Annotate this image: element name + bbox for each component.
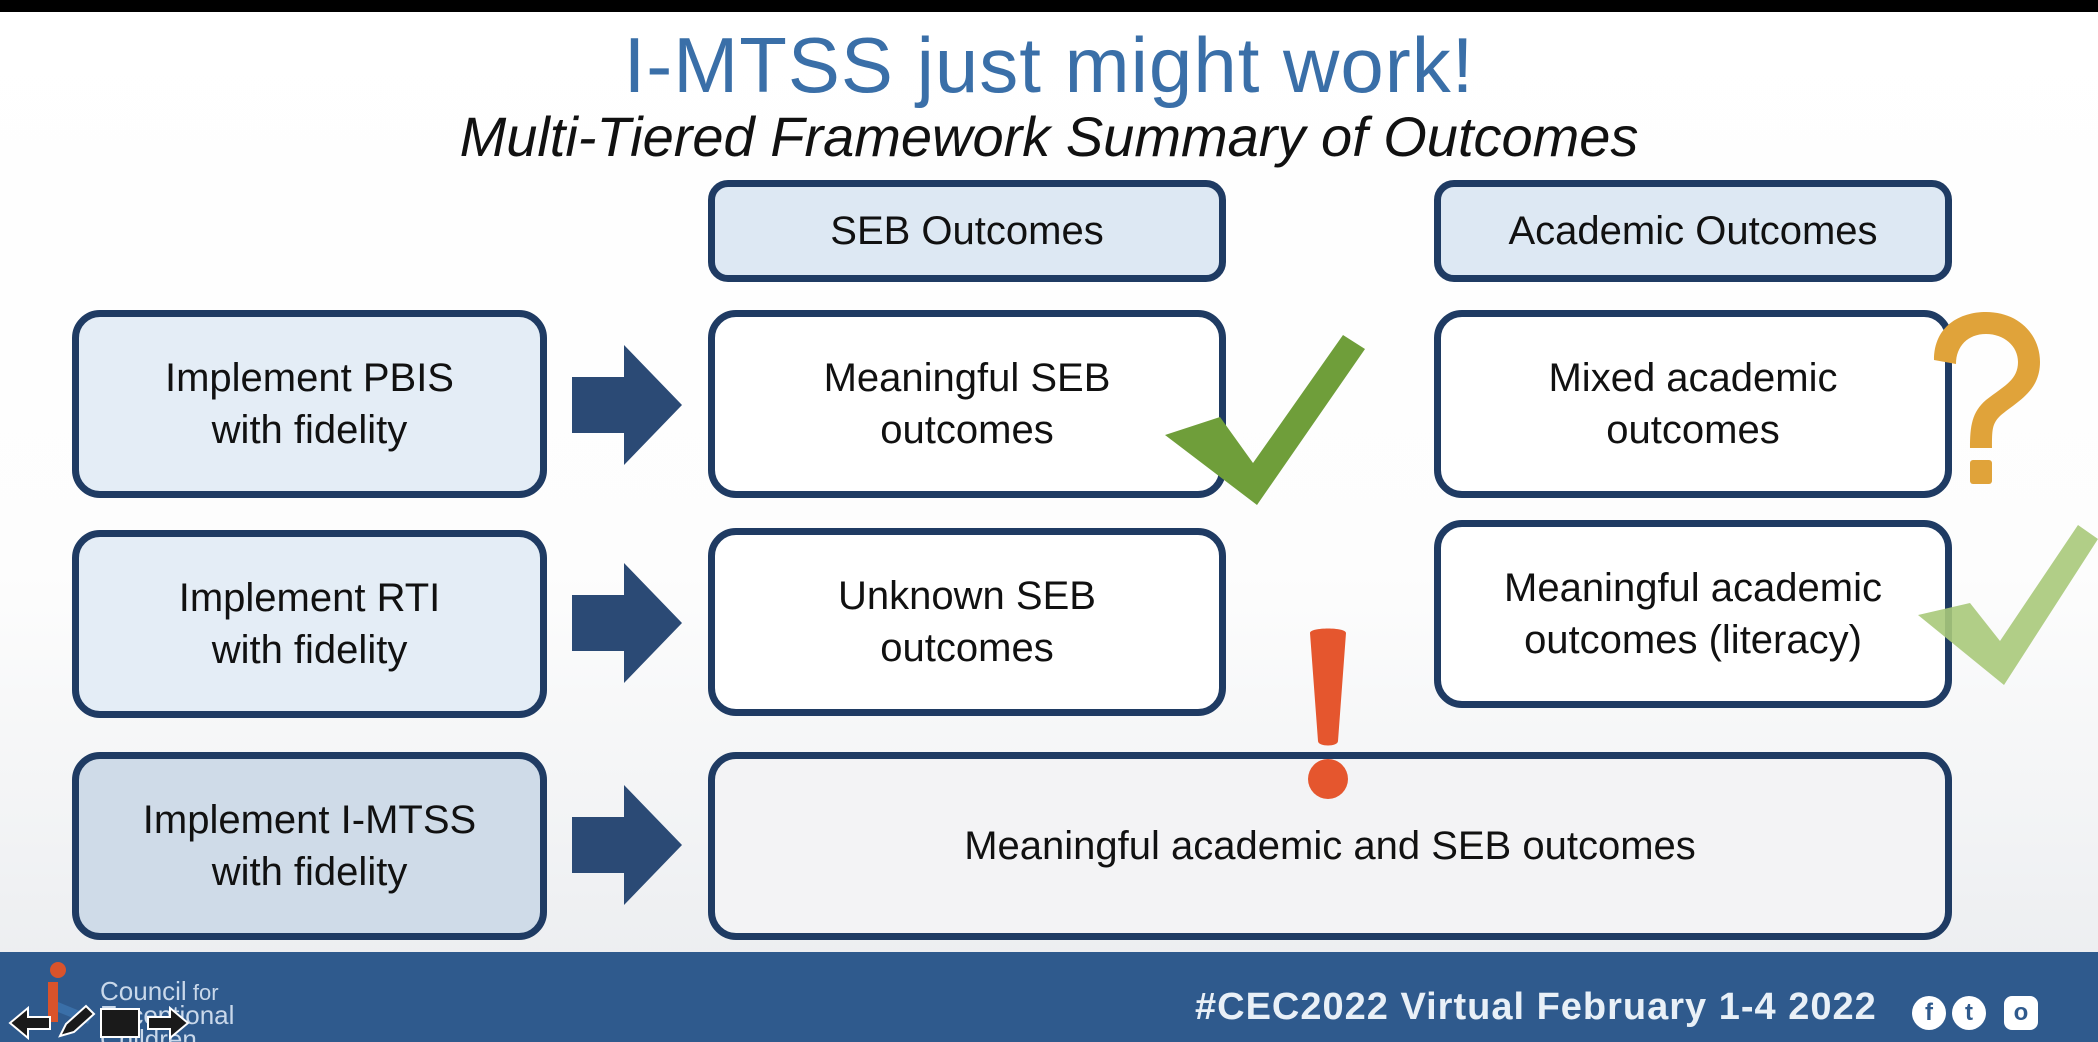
slide-subtitle: Multi-Tiered Framework Summary of Outcom… — [459, 105, 1639, 168]
footer-bar — [0, 952, 2098, 1042]
meaningful-seb-line2: outcomes — [880, 408, 1054, 452]
implement-imtss-box: Implement I-MTSS with fidelity — [72, 752, 547, 940]
facebook-glyph: f — [1925, 999, 1933, 1026]
mixed-academic-line1: Mixed academic — [1548, 356, 1838, 400]
seb-outcomes-header: SEB Outcomes — [708, 180, 1226, 282]
combined-outcomes-label: Meaningful academic and SEB outcomes — [964, 824, 1696, 868]
mixed-academic-outcomes-box: Mixed academic outcomes — [1434, 310, 1952, 498]
meaningful-seb-outcomes-box: Meaningful SEB outcomes — [708, 310, 1226, 498]
top-black-bar — [0, 0, 2098, 12]
instagram-icon[interactable]: o — [2004, 996, 2038, 1030]
implement-imtss-line1: Implement I-MTSS — [142, 798, 477, 842]
unknown-seb-line1: Unknown SEB — [838, 574, 1096, 618]
right-arrow-icon — [572, 785, 682, 905]
implement-rti-line1: Implement RTI — [178, 576, 441, 620]
forward-arrow-icon[interactable] — [146, 1006, 190, 1040]
academic-outcomes-header-label: Academic Outcomes — [1508, 209, 1878, 253]
meaningful-seb-line1: Meaningful SEB — [823, 356, 1111, 400]
implement-pbis-line2: with fidelity — [211, 408, 408, 452]
twitter-icon[interactable]: t — [1952, 996, 1986, 1030]
meaningful-academic-outcomes-box: Meaningful academic outcomes (literacy) — [1434, 520, 1952, 708]
question-mark-icon — [1934, 312, 2040, 484]
instagram-glyph: o — [2013, 999, 2029, 1026]
implement-imtss-line2: with fidelity — [211, 850, 408, 894]
implement-rti-box: Implement RTI with fidelity — [72, 530, 547, 718]
meaningful-academic-line2: outcomes (literacy) — [1524, 618, 1862, 662]
mixed-academic-line2: outcomes — [1606, 408, 1780, 452]
right-arrow-icon — [572, 345, 682, 465]
slide-title: I-MTSS just might work! — [623, 21, 1475, 109]
implement-pbis-box: Implement PBIS with fidelity — [72, 310, 547, 498]
slides-grid-icon[interactable] — [100, 1008, 140, 1038]
implement-rti-line2: with fidelity — [211, 628, 408, 672]
checkmark-icon — [1918, 525, 2098, 685]
twitter-glyph: t — [1965, 999, 1973, 1026]
pen-icon[interactable] — [56, 1004, 96, 1040]
facebook-icon[interactable]: f — [1912, 996, 1946, 1030]
academic-outcomes-header: Academic Outcomes — [1434, 180, 1952, 282]
unknown-seb-outcomes-box: Unknown SEB outcomes — [708, 528, 1226, 716]
unknown-seb-line2: outcomes — [880, 626, 1054, 670]
exclamation-mark-icon — [1308, 628, 1348, 799]
checkmark-icon — [1165, 335, 1365, 505]
logo-line1: Council — [100, 976, 187, 1006]
back-arrow-icon[interactable] — [8, 1006, 52, 1040]
event-hashtag: #CEC2022 Virtual February 1-4 2022 — [1195, 986, 1877, 1028]
right-arrow-icon — [572, 563, 682, 683]
logo-for: for — [192, 980, 219, 1005]
seb-outcomes-header-label: SEB Outcomes — [830, 209, 1104, 253]
meaningful-academic-line1: Meaningful academic — [1504, 566, 1882, 610]
implement-pbis-line1: Implement PBIS — [164, 356, 454, 400]
